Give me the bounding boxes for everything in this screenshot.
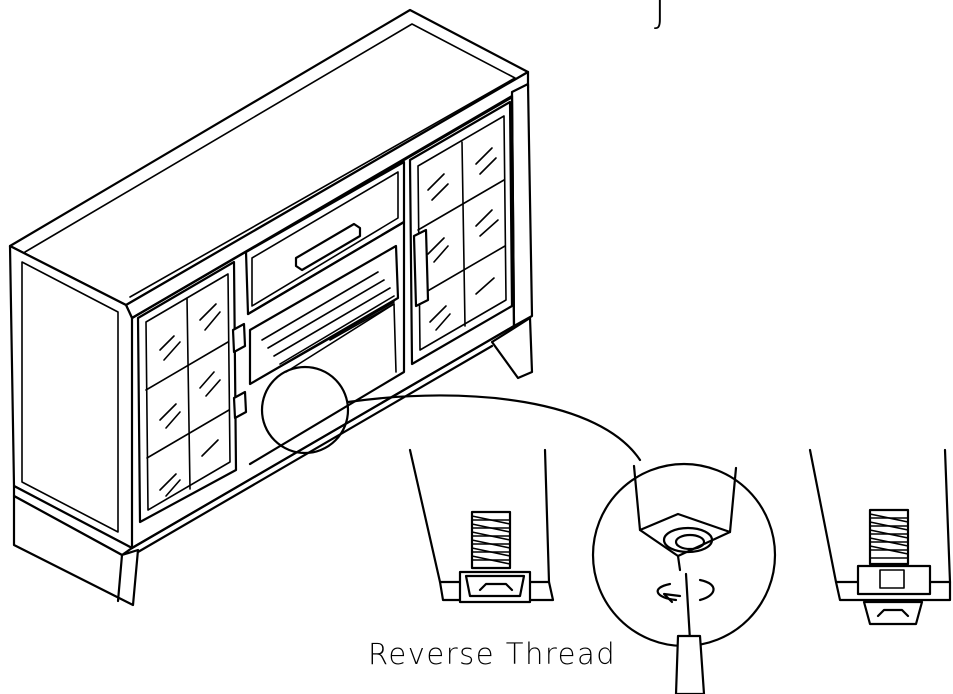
leveler-before-callout: [408, 448, 555, 604]
leveler-after-callout: [808, 448, 952, 626]
screwdriver: [674, 634, 706, 694]
detail-circle: [260, 365, 350, 455]
right-glass-door: [408, 100, 514, 366]
left-end-panel: [8, 244, 134, 550]
left-leg: [12, 494, 140, 607]
left-glass-door: [136, 260, 248, 524]
cabinet-illustration: [8, 8, 642, 607]
reverse-thread-caption: Reverse Thread: [368, 637, 617, 671]
right-leg: [490, 316, 534, 380]
drawer-handle: [294, 222, 362, 272]
screwdriver-detail-callout: [591, 462, 777, 694]
step-marker: J: [654, 0, 666, 32]
cabinet-top: [8, 8, 530, 307]
center-shelf: [246, 220, 406, 466]
